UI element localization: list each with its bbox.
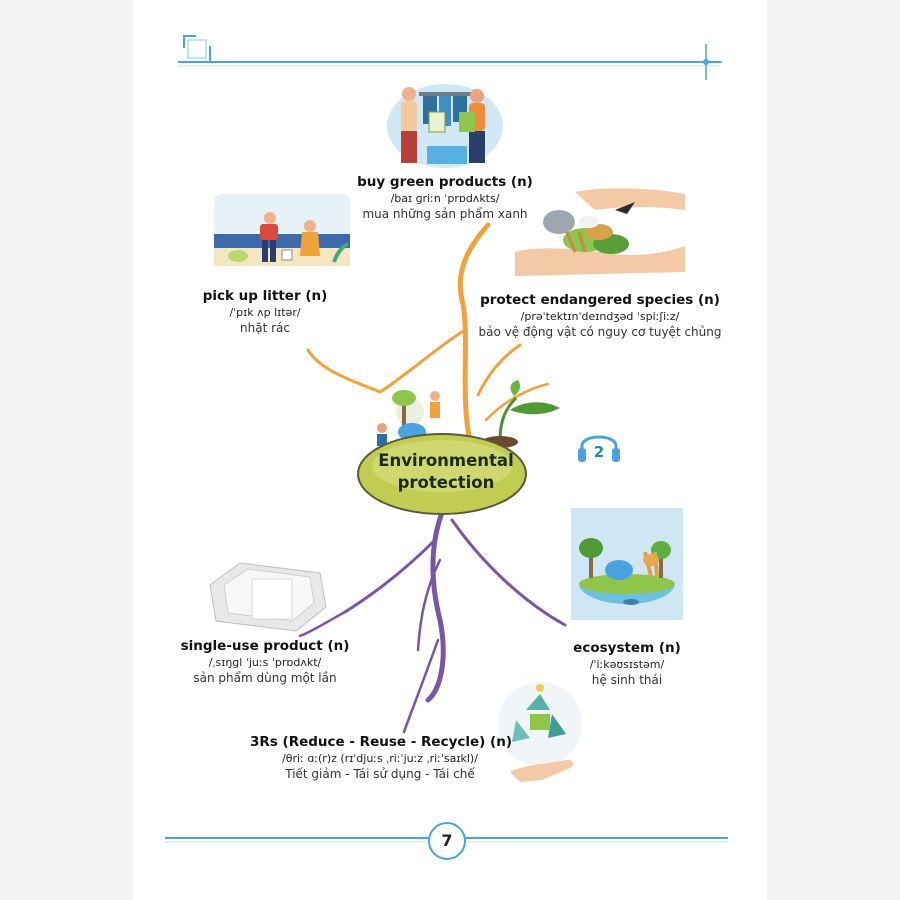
term-meaning: Tiết giảm - Tái sử dụng - Tái chế (250, 766, 510, 783)
term-word: single-use product (n) (180, 638, 350, 655)
term-3rs: 3Rs (Reduce - Reuse - Recycle) (n) /θriː… (250, 734, 510, 783)
term-word: protect endangered species (n) (475, 292, 725, 309)
single-use-container-illustration (200, 555, 330, 637)
term-word: pick up litter (n) (190, 288, 340, 305)
term-phonetic: /θriː ɑː(r)z (rɪˈdjuːs ˌriːˈjuːz ˌriːˈsa… (250, 751, 510, 766)
term-phonetic: /ˈiːkəʊsɪstəm/ (562, 657, 692, 672)
term-meaning: mua những sản phẩm xanh (350, 206, 540, 223)
ecosystem-illustration (571, 508, 683, 620)
page-number: 7 (428, 822, 466, 860)
term-buy-green-products: buy green products (n) /baɪ ɡriːn ˈprɒdʌ… (350, 174, 540, 223)
term-meaning: bảo vệ động vật có nguy cơ tuyệt chủng (475, 324, 725, 341)
term-phonetic: /ˈpɪk ʌp lɪtər/ (190, 305, 340, 320)
term-phonetic: /ˌsɪŋɡl ˈjuːs ˈprɒdʌkt/ (180, 655, 350, 670)
term-phonetic: /baɪ ɡriːn ˈprɒdʌkts/ (350, 191, 540, 206)
sprout-icon (482, 380, 560, 448)
central-topic-line-2: protection (366, 472, 526, 494)
term-pick-up-litter: pick up litter (n) /ˈpɪk ʌp lɪtər/ nhặt … (190, 288, 340, 337)
term-meaning: sản phẩm dùng một lần (180, 670, 350, 687)
audio-track-number: 2 (590, 443, 608, 461)
central-topic: Environmental protection (366, 450, 526, 494)
term-word: ecosystem (n) (562, 640, 692, 657)
term-single-use-product: single-use product (n) /ˌsɪŋɡl ˈjuːs ˈpr… (180, 638, 350, 687)
term-meaning: nhặt rác (190, 320, 340, 337)
term-protect-endangered-species: protect endangered species (n) /prəˈtekt… (475, 292, 725, 341)
central-topic-line-1: Environmental (366, 450, 526, 472)
litter-pickup-illustration (210, 190, 355, 274)
term-word: buy green products (n) (350, 174, 540, 191)
term-word: 3Rs (Reduce - Reuse - Recycle) (n) (250, 734, 510, 751)
green-shopping-illustration (385, 76, 505, 168)
endangered-species-illustration (515, 186, 685, 282)
term-phonetic: /prəˈtektɪnˈdeɪndʒəd ˈspiːʃiːz/ (475, 309, 725, 324)
